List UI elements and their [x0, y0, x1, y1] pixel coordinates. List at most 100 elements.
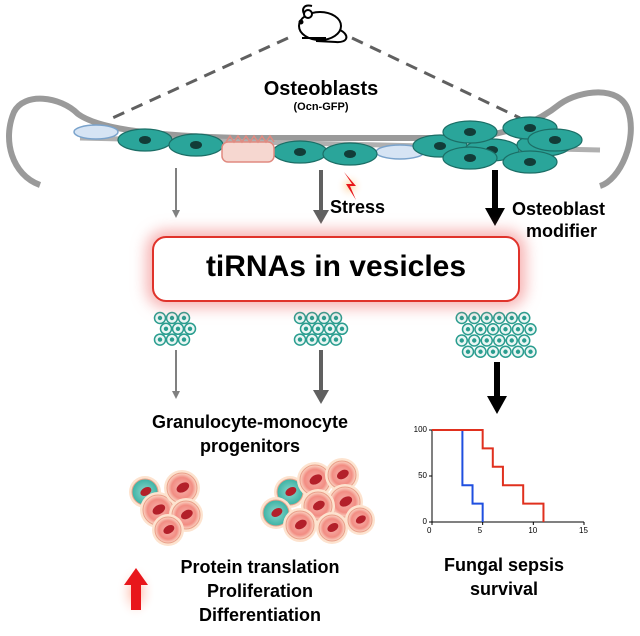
sepsis-line-2: survival — [469, 579, 539, 599]
vesicle-cargo — [528, 327, 533, 332]
vesicle-cargo — [333, 315, 339, 321]
vesicle-cargo — [297, 315, 303, 321]
flow-arrows-top — [172, 168, 505, 226]
vesicle-cargo — [503, 349, 508, 354]
x-tick-label: 15 — [579, 526, 588, 535]
y-tick-label: 0 — [422, 517, 427, 526]
vesicle-cargo — [333, 337, 339, 342]
effect-proliferation: Proliferation — [206, 581, 313, 601]
vesicle-cargo — [528, 349, 533, 354]
vesicle-cargo — [315, 326, 321, 331]
fungal-sepsis-label: Fungal sepsis survival — [424, 553, 584, 601]
osteoblast-nucleus — [524, 158, 536, 166]
zoom-dashed-lines — [107, 36, 521, 122]
cell-nucleus — [313, 500, 325, 511]
cell-nucleus — [337, 469, 349, 480]
vesicle-cargo — [465, 349, 471, 354]
cell-nucleus — [355, 515, 366, 524]
mouse-icon — [298, 4, 348, 44]
effects-list: Protein translation Proliferation Differ… — [150, 555, 370, 627]
cell-nucleus — [339, 496, 353, 507]
osteoblast-nucleus — [294, 148, 306, 156]
vesicle-cargo — [309, 315, 315, 321]
vesicle-cargo — [339, 326, 345, 331]
vesicle-cargo — [459, 338, 464, 343]
gmp-label: Granulocyte-monocyte progenitors — [120, 410, 380, 458]
vesicle-cargo — [472, 315, 477, 321]
vesicle-cargo — [163, 326, 169, 331]
cell-nucleus — [140, 487, 152, 496]
osteoblast-nucleus — [344, 150, 356, 158]
survival-curve — [432, 429, 545, 522]
cell-nucleus — [152, 504, 166, 515]
vesicle-cargo — [465, 327, 471, 332]
sepsis-line-1: Fungal sepsis — [443, 555, 565, 575]
vesicle-cargo — [503, 327, 508, 332]
cell-nucleus — [327, 523, 339, 532]
vesicle-cargo — [181, 337, 187, 342]
osteoclast-cell — [221, 134, 275, 163]
effect-protein-translation: Protein translation — [180, 557, 340, 577]
vesicle-cargo — [303, 326, 309, 331]
vesicle-cargo — [321, 337, 327, 342]
effect-differentiation: Differentiation — [198, 605, 321, 625]
vesicle-cargo — [472, 338, 477, 343]
vesicle-cargo — [478, 327, 483, 332]
osteoblast-nucleus — [549, 136, 561, 144]
y-tick-label: 50 — [418, 471, 427, 480]
osteoblast-nucleus — [524, 124, 536, 132]
cell-nucleus — [176, 482, 190, 493]
osteoblast-nucleus — [434, 142, 446, 150]
osteoblast-nucleus — [139, 136, 151, 144]
vesicle-cargo — [509, 315, 514, 321]
vesicle-cargo — [175, 326, 181, 331]
vesicle-cargo — [297, 337, 303, 342]
vesicle-cargo — [181, 315, 187, 321]
x-tick-label: 0 — [427, 526, 432, 535]
vesicle-cargo — [497, 338, 502, 343]
survival-chart — [429, 429, 585, 525]
vesicle-cargo — [187, 326, 193, 331]
osteoblast-cells — [117, 116, 583, 174]
stress-lightning-icon — [336, 172, 364, 200]
tirna-box-label: tiRNAs in vesicles — [205, 250, 467, 283]
vesicle-cargo — [515, 349, 521, 354]
vesicle-cargo — [169, 337, 175, 342]
vesicle-cargo — [157, 315, 163, 321]
vesicle-cargo — [327, 326, 333, 331]
vesicle-cargo — [515, 327, 521, 332]
cell-nucleus — [271, 508, 283, 517]
cell-nucleus — [309, 474, 323, 485]
vesicle-cargo — [309, 337, 315, 342]
vesicle-cargo — [169, 315, 175, 321]
gmp-line-1: Granulocyte-monocyte — [151, 412, 349, 432]
osteoblasts-label: Osteoblasts — [263, 78, 379, 100]
modifier-line-2: modifier — [526, 221, 598, 241]
y-tick-label: 100 — [413, 425, 427, 434]
osteoblast-nucleus — [464, 154, 476, 162]
vesicle-cargo — [459, 315, 464, 321]
tirna-box — [152, 236, 520, 302]
vesicle-cargo — [490, 327, 496, 332]
cell-nucleus — [163, 525, 175, 534]
modifier-line-1: Osteoblast — [512, 199, 606, 219]
x-tick-label: 10 — [528, 526, 538, 535]
vesicle-cargo — [522, 315, 527, 321]
cell-nucleus — [181, 509, 193, 520]
vesicle-cargo — [490, 349, 496, 354]
vesicle-cargo — [157, 337, 163, 342]
vesicle-cargo — [484, 338, 489, 343]
stress-label: Stress — [330, 197, 386, 217]
vesicle-cargo — [497, 315, 502, 321]
vesicle-cargo — [321, 315, 327, 321]
up-arrow-icon — [116, 564, 156, 620]
ocn-gfp-label: (Ocn-GFP) — [293, 101, 349, 113]
cell-nucleus — [295, 519, 307, 530]
cell-nucleus — [285, 487, 297, 496]
vesicle-cargo — [522, 338, 527, 343]
vesicle-cargo — [478, 349, 483, 354]
gmp-cell-clusters — [129, 458, 375, 546]
gmp-line-2: progenitors — [199, 436, 300, 456]
